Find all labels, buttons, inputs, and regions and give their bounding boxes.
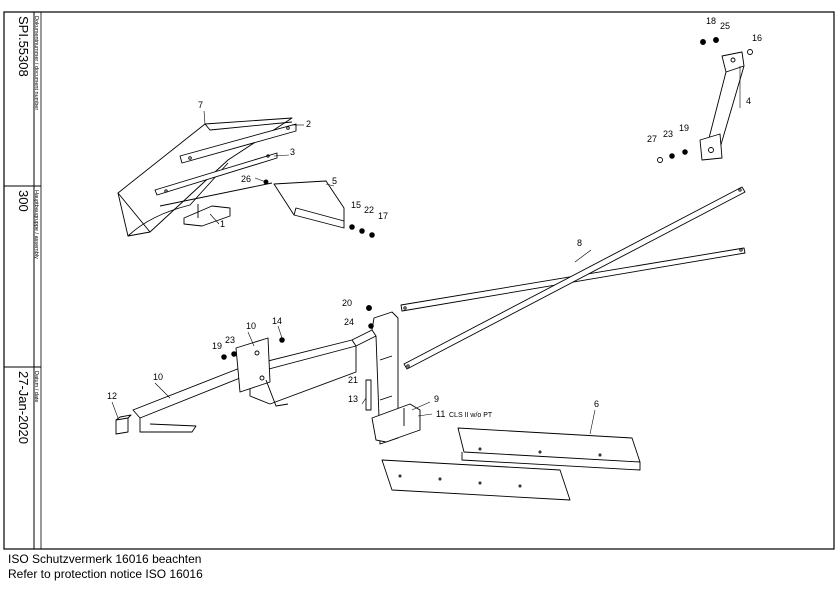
- document-number: SPI.55308: [16, 16, 31, 77]
- callout-labels: 7 2 3 26 5 15 22 17 1 18 25 16 4 27 23 1…: [107, 16, 762, 419]
- callout-19: 19: [679, 123, 689, 133]
- callout-18: 18: [706, 16, 716, 26]
- part-5-plate: [273, 180, 345, 229]
- callout-24: 24: [344, 317, 354, 327]
- callout-1: 1: [220, 219, 225, 229]
- date-label: Datum / date: [33, 371, 39, 403]
- drawing-date: 27-Jan-2020: [16, 371, 31, 444]
- part-8-cross-bars: [400, 186, 746, 370]
- callout-11-note: CLS II w/o PT: [449, 412, 493, 419]
- part-2-strip: [179, 123, 297, 164]
- part-4-support-arm: [699, 51, 745, 161]
- assembly-label: Hauptbaugruppe / assembly: [33, 190, 39, 259]
- part-12-end-cap: [115, 414, 132, 435]
- protection-notice-en: Refer to protection notice ISO 16016: [8, 567, 203, 581]
- callout-15: 15: [351, 200, 361, 210]
- callout-10: 10: [246, 321, 256, 331]
- callout-20: 20: [342, 298, 352, 308]
- callout-8: 8: [577, 238, 582, 248]
- callout-5: 5: [332, 176, 337, 186]
- callout-11: 11: [436, 409, 445, 419]
- callout-13: 13: [348, 394, 358, 404]
- protection-notice-de: ISO Schutzvermerk 16016 beachten: [8, 552, 202, 566]
- callout-17: 17: [378, 211, 388, 221]
- callout-14: 14: [272, 316, 282, 326]
- callout-4: 4: [746, 96, 751, 106]
- callout-21: 21: [348, 375, 358, 385]
- callout-3: 3: [290, 147, 295, 157]
- drawing-frame: [3, 11, 835, 550]
- callout-19: 19: [212, 341, 222, 351]
- callout-12: 12: [107, 391, 117, 401]
- callout-23: 23: [225, 335, 235, 345]
- callout-16: 16: [752, 33, 762, 43]
- callout-27: 27: [647, 134, 657, 144]
- part-1-bracket: [183, 204, 231, 227]
- fastener-hardware: [221, 37, 753, 411]
- assembly-number: 300: [16, 190, 31, 212]
- part-9-clamp: [371, 403, 421, 443]
- callout-23: 23: [663, 129, 673, 139]
- callout-22: 22: [364, 205, 374, 215]
- callout-9: 9: [434, 394, 439, 404]
- callout-10: 10: [153, 372, 163, 382]
- callout-2: 2: [306, 119, 311, 129]
- callout-7: 7: [198, 100, 203, 110]
- part-6-plates: [381, 427, 641, 501]
- callout-6: 6: [594, 399, 599, 409]
- callout-26: 26: [241, 174, 251, 184]
- document-number-label: Dokumentnummer / document number: [33, 16, 39, 111]
- part-3-strip: [154, 152, 278, 196]
- part-10-main-frame: [132, 311, 399, 445]
- leader-lines: [111, 66, 741, 435]
- callout-25: 25: [720, 21, 730, 31]
